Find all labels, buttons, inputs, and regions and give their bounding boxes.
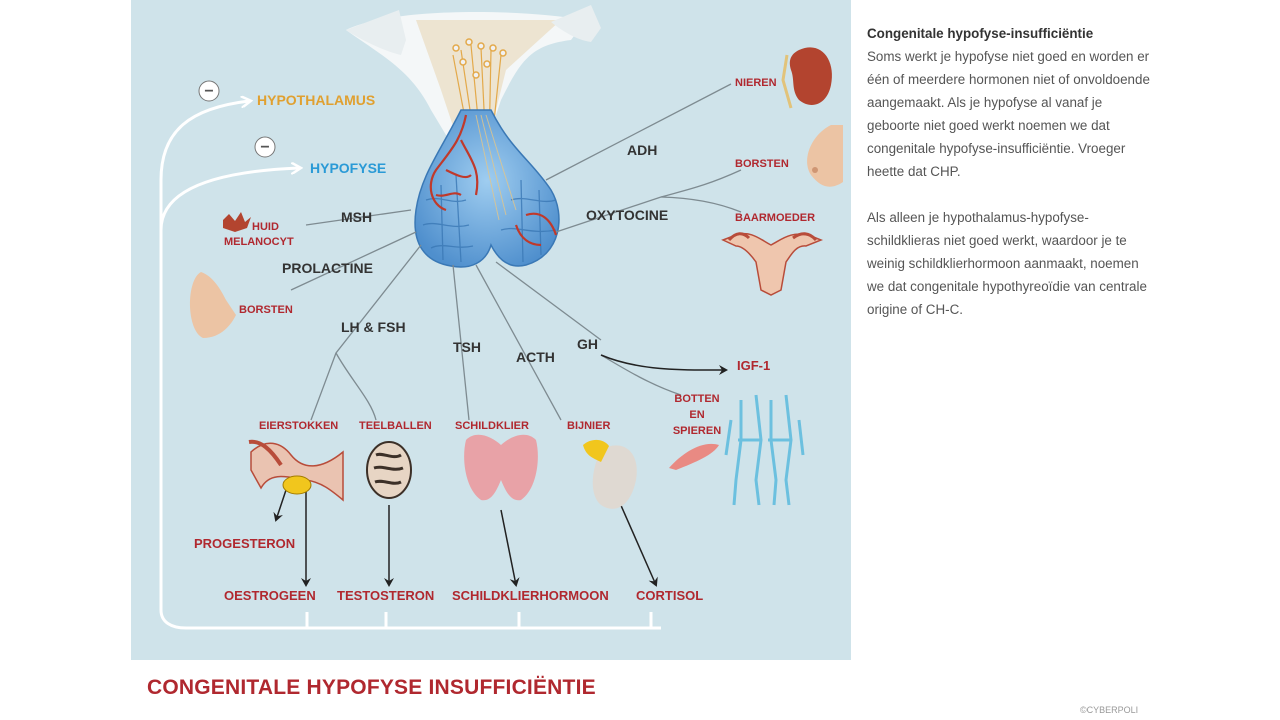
label-schildklier: SCHILDKLIER — [455, 420, 529, 432]
skeleton-illustration — [724, 394, 805, 506]
muscle-illustration — [669, 443, 719, 470]
label-adh: ADH — [627, 142, 657, 158]
label-testosteron: TESTOSTERON — [337, 588, 434, 603]
adrenal-kidney-illustration — [583, 439, 637, 509]
thyroid-illustration — [464, 434, 538, 501]
kidney-illustration-top — [781, 47, 832, 109]
label-oxytocine: OXYTOCINE — [586, 207, 668, 223]
svg-text:−: − — [204, 83, 213, 100]
label-baarmoeder: BAARMOEDER — [735, 212, 815, 224]
description-heading: Congenitale hypofyse-insufficiëntie — [867, 26, 1094, 41]
label-en: EN — [689, 409, 704, 421]
label-prolactine: PROLACTINE — [282, 260, 373, 276]
slide-title: CONGENITALE HYPOFYSE INSUFFICIËNTIE — [147, 676, 596, 699]
label-eierstokken: EIERSTOKKEN — [259, 420, 338, 432]
label-acth: ACTH — [516, 349, 555, 365]
label-nieren: NIEREN — [735, 77, 777, 89]
label-bijnier: BIJNIER — [567, 420, 610, 432]
feedback-inhibition-hypofyse: − — [254, 136, 276, 158]
label-msh: MSH — [341, 209, 372, 225]
label-melanocyt: MELANOCYT — [224, 236, 294, 248]
label-hypofyse: HYPOFYSE — [310, 160, 386, 176]
label-progesteron: PROGESTERON — [194, 536, 295, 551]
copyright-credit: ©CYBERPOLI — [1080, 705, 1139, 715]
label-teelballen: TEELBALLEN — [359, 420, 432, 432]
label-schildklierhormoon: SCHILDKLIERHORMOON — [452, 588, 609, 603]
label-borsten-right: BORSTEN — [735, 158, 789, 170]
ovary-illustration — [248, 439, 344, 502]
label-lh-fsh: LH & FSH — [341, 319, 406, 335]
label-spieren: SPIEREN — [673, 425, 721, 437]
feedback-inhibition-hypothalamus: − — [198, 80, 220, 102]
uterus-illustration — [721, 232, 824, 296]
label-botten: BOTTEN — [674, 393, 719, 405]
label-gh: GH — [577, 336, 598, 352]
breast-illustration-right — [807, 125, 843, 187]
endocrine-diagram: − − — [131, 0, 851, 660]
label-tsh: TSH — [453, 339, 481, 355]
description-paragraph-1: Soms werkt je hypofyse niet goed en word… — [867, 49, 1150, 179]
testis-illustration — [366, 441, 412, 499]
label-borsten-left: BORSTEN — [239, 304, 293, 316]
label-igf1: IGF-1 — [737, 358, 770, 373]
hypothalamus-illustration — [346, 5, 601, 160]
label-oestrogeen: OESTROGEEN — [224, 588, 316, 603]
label-cortisol: CORTISOL — [636, 588, 703, 603]
label-hypothalamus: HYPOTHALAMUS — [257, 92, 375, 108]
connector-lines — [290, 83, 742, 421]
description-paragraph-2: Als alleen je hypothalamus-hypofyse-schi… — [867, 210, 1147, 317]
melanocyte-illustration — [223, 212, 251, 232]
label-huid: HUID — [252, 221, 279, 233]
breast-illustration-left — [189, 272, 236, 338]
feedback-loop — [159, 101, 661, 630]
description-panel: Congenitale hypofyse-insufficiëntie Soms… — [867, 22, 1157, 344]
pituitary-gland — [414, 109, 560, 268]
svg-text:−: − — [260, 139, 269, 156]
